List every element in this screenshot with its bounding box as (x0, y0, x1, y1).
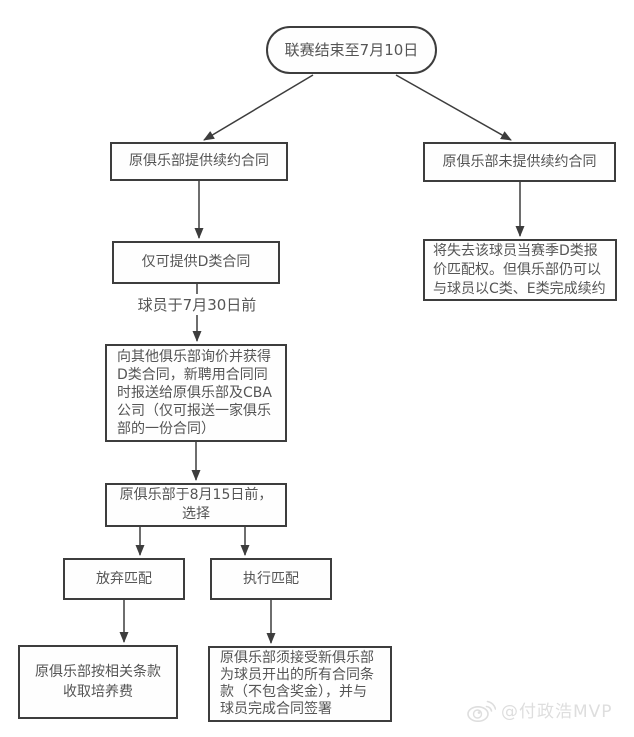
node-give-up-match: 放弃匹配 (63, 558, 185, 600)
node-d-class-only: 仅可提供D类合同 (112, 241, 280, 284)
node-inquiry-other-clubs: 向其他俱乐部询价并获得D类合同，新聘用合同同时报送给原俱乐部及CBA公司（仅可报… (105, 344, 287, 442)
edge-label-player-deadline: 球员于7月30日前 (133, 294, 261, 315)
node-collect-training-fee: 原俱乐部按相关条款收取培养费 (18, 645, 178, 719)
node-start-terminator: 联赛结束至7月10日 (266, 26, 437, 74)
watermark: @付政浩MVP (466, 696, 613, 723)
watermark-text: @付政浩MVP (501, 702, 613, 722)
node-club-offers-contract: 原俱乐部提供续约合同 (110, 142, 288, 181)
weibo-icon (466, 696, 496, 723)
node-accept-all-terms: 原俱乐部须接受新俱乐部为球员开出的所有合同条款（不包含奖金），并与球员完成合同签… (208, 646, 392, 722)
node-lose-matching-right: 将失去该球员当赛季D类报价匹配权。但俱乐部仍可以与球员以C类、E类完成续约 (423, 239, 617, 301)
node-club-no-contract: 原俱乐部未提供续约合同 (423, 142, 616, 182)
node-club-chooses-by-aug15: 原俱乐部于8月15日前，选择 (105, 483, 287, 527)
node-execute-match: 执行匹配 (210, 558, 332, 600)
